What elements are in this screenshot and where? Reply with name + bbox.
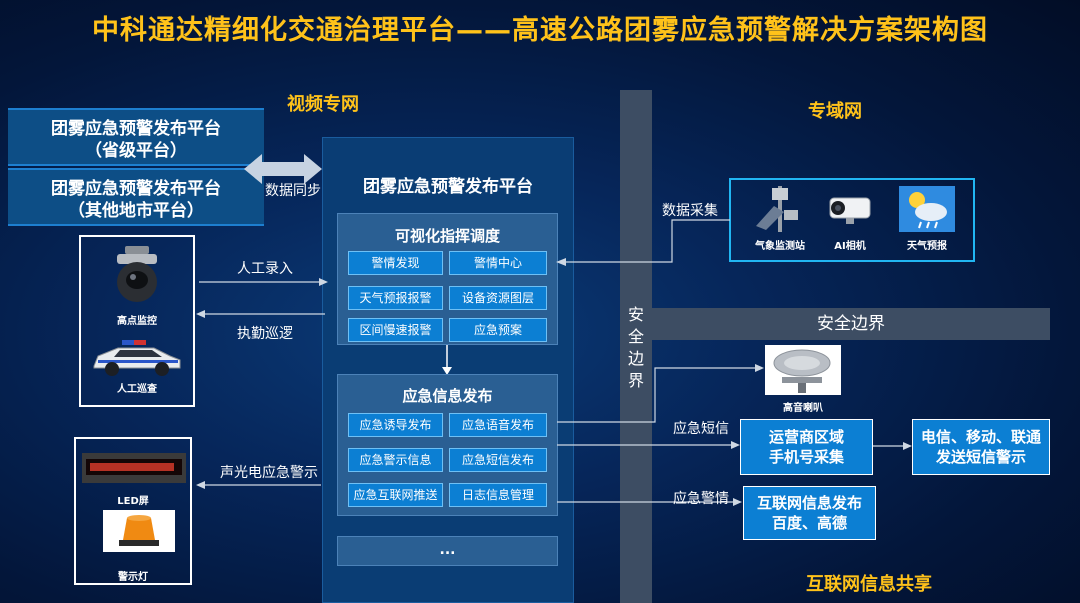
- patrol-arrow: [196, 310, 325, 318]
- more-panel: ...: [337, 536, 558, 566]
- btn-warning-info[interactable]: 应急警示信息: [348, 448, 443, 472]
- horn-speaker-icon: [773, 349, 831, 393]
- sms-carrier-line2: 发送短信警示: [935, 448, 1026, 466]
- alarm-output-label: 声光电应急警示: [220, 465, 318, 481]
- security-boundary-vertical: [620, 90, 652, 603]
- warning-light-icon: [103, 510, 175, 552]
- dome-camera-icon: [117, 246, 157, 302]
- led-screen-icon: [82, 453, 186, 483]
- led-caption: LED屏: [117, 496, 149, 507]
- security-boundary-horizontal: 安全边界: [652, 308, 1050, 340]
- internet-release-line2: 百度、高德: [771, 514, 847, 532]
- weather-station-caption: 气象监测站: [755, 241, 805, 252]
- zone-video-label: 视频专网: [287, 94, 359, 115]
- ai-camera-caption: AI相机: [834, 241, 866, 252]
- down-arrow: [442, 345, 452, 375]
- security-boundary-horizontal-text: 安全边界: [817, 314, 885, 334]
- btn-internet-push[interactable]: 应急互联网推送: [348, 483, 443, 507]
- sms-label: 应急短信: [673, 421, 729, 437]
- manual-entry-label: 人工录入: [237, 261, 293, 277]
- security-boundary-vertical-text: 安 全 边 界: [627, 305, 644, 390]
- main-platform-title: 团雾应急预警发布平台: [363, 177, 533, 197]
- provincial-platform-name: 团雾应急预警发布平台: [51, 119, 221, 139]
- btn-guidance-release[interactable]: 应急诱导发布: [348, 413, 443, 437]
- carrier-to-sms-arrow: [873, 442, 912, 450]
- city-platform: 团雾应急预警发布平台 （其他地市平台）: [8, 168, 264, 226]
- weather-forecast-caption: 天气预报: [907, 241, 947, 252]
- provincial-platform-level: （省级平台）: [85, 141, 187, 161]
- police-car-icon: [93, 340, 181, 376]
- data-collect-label: 数据采集: [662, 203, 718, 219]
- warning-device-box: [74, 437, 192, 585]
- ai-camera-icon: [829, 197, 871, 224]
- alarm-output-arrow: [196, 481, 321, 489]
- weather-station-icon: [756, 186, 798, 232]
- city-platform-level: （其他地市平台）: [68, 201, 204, 221]
- alert-label: 应急警情: [673, 491, 729, 507]
- internet-release-box: 互联网信息发布 百度、高德: [743, 486, 876, 540]
- zone-internet-label: 互联网信息共享: [806, 574, 932, 595]
- internet-release-line1: 互联网信息发布: [756, 494, 862, 512]
- btn-alarm-center[interactable]: 警情中心: [449, 251, 547, 275]
- sms-carrier-line1: 电信、移动、联通: [920, 428, 1041, 446]
- carrier-line2: 手机号采集: [768, 448, 844, 466]
- warning-light-caption: 警示灯: [118, 572, 148, 583]
- alert-arrow: [557, 498, 742, 506]
- city-platform-name: 团雾应急预警发布平台: [51, 179, 221, 199]
- camera-caption: 高点监控: [117, 316, 157, 327]
- field-device-box: [79, 235, 195, 407]
- speaker-arrow: [557, 364, 764, 423]
- btn-emergency-plan[interactable]: 应急预案: [449, 318, 547, 342]
- sms-arrow: [557, 441, 740, 449]
- btn-device-layer[interactable]: 设备资源图层: [449, 286, 547, 310]
- manual-entry-arrow: [199, 278, 328, 286]
- btn-weather-alarm[interactable]: 天气预报报警: [348, 286, 443, 310]
- provincial-platform: 团雾应急预警发布平台 （省级平台）: [8, 108, 264, 166]
- btn-alarm-discovery[interactable]: 警情发现: [348, 251, 443, 275]
- carrier-line1: 运营商区域: [768, 428, 844, 446]
- btn-slow-speed-alarm[interactable]: 区间慢速报警: [348, 318, 443, 342]
- btn-voice-release[interactable]: 应急语音发布: [449, 413, 547, 437]
- data-sync-label: 数据同步: [265, 183, 321, 199]
- zone-domain-label: 专域网: [808, 101, 862, 122]
- release-title: 应急信息发布: [402, 387, 493, 405]
- data-collect-arrow: [556, 219, 730, 266]
- dispatch-title: 可视化指挥调度: [394, 227, 500, 245]
- carrier-box: 运营商区域 手机号采集: [740, 419, 873, 475]
- btn-sms-release[interactable]: 应急短信发布: [449, 448, 547, 472]
- page-title: 中科通达精细化交通治理平台——高速公路团雾应急预警解决方案架构图: [92, 15, 988, 46]
- patrol-caption: 人工巡查: [117, 384, 157, 395]
- data-sync-arrow: [244, 154, 322, 184]
- sms-carrier-box: 电信、移动、联通 发送短信警示: [912, 419, 1050, 475]
- btn-log-management[interactable]: 日志信息管理: [449, 483, 547, 507]
- weather-forecast-icon: [899, 186, 955, 232]
- patrol-label: 执勤巡逻: [237, 326, 293, 342]
- speaker-caption: 高音喇叭: [783, 403, 823, 414]
